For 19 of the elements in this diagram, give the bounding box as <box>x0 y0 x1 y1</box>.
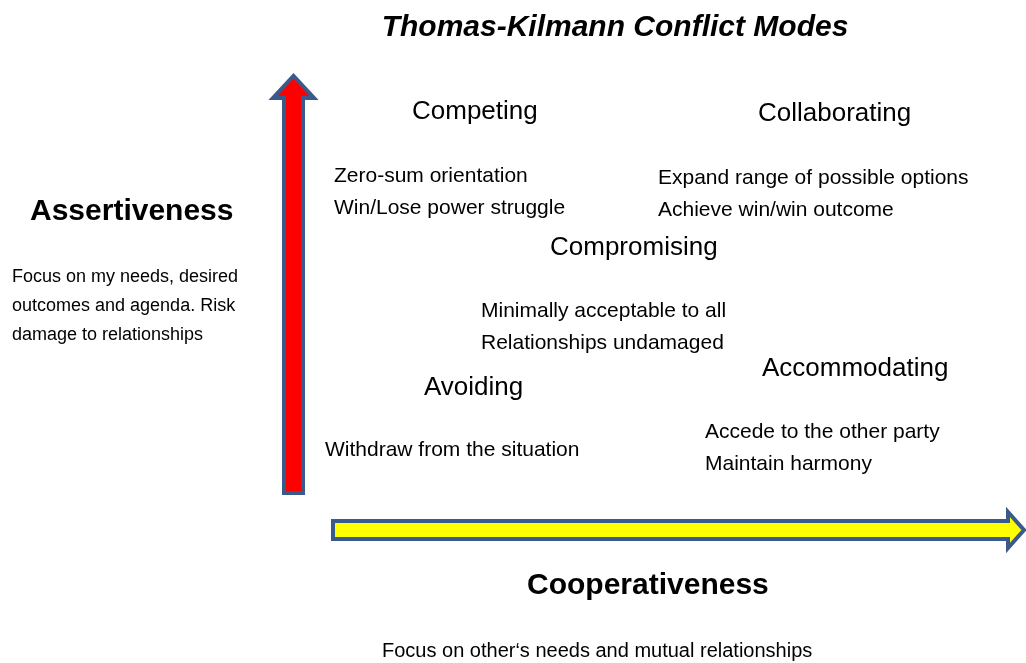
mode-description: Withdraw from the situation <box>325 436 580 462</box>
mode-description: Maintain harmony <box>705 450 872 476</box>
axis-description: Focus on other‘s needs and mutual relationships <box>382 638 813 662</box>
mode-name: Accommodating <box>762 352 949 384</box>
axis-title: Cooperativeness <box>527 566 769 602</box>
mode-description: Expand range of possible options <box>658 164 969 190</box>
mode-description: Achieve win/win outcome <box>658 196 894 222</box>
axis-description: Focus on my needs, desired outcomes and agenda. Risk damage to relationships <box>12 265 240 346</box>
mode-name: Collaborating <box>758 97 912 129</box>
axis-title: Assertiveness <box>30 192 234 228</box>
mode-name: Compromising <box>550 231 718 263</box>
mode-name: Competing <box>412 95 538 127</box>
mode-description: Relationships undamaged <box>481 329 724 355</box>
title: Thomas-Kilmann Conflict Modes <box>380 8 850 44</box>
mode-description: Zero-sum orientation <box>334 162 528 188</box>
mode-name: Avoiding <box>424 371 524 403</box>
mode-description: Win/Lose power struggle <box>334 194 566 220</box>
mode-description: Minimally acceptable to all <box>481 297 727 323</box>
mode-description: Accede to the other party <box>705 418 940 444</box>
